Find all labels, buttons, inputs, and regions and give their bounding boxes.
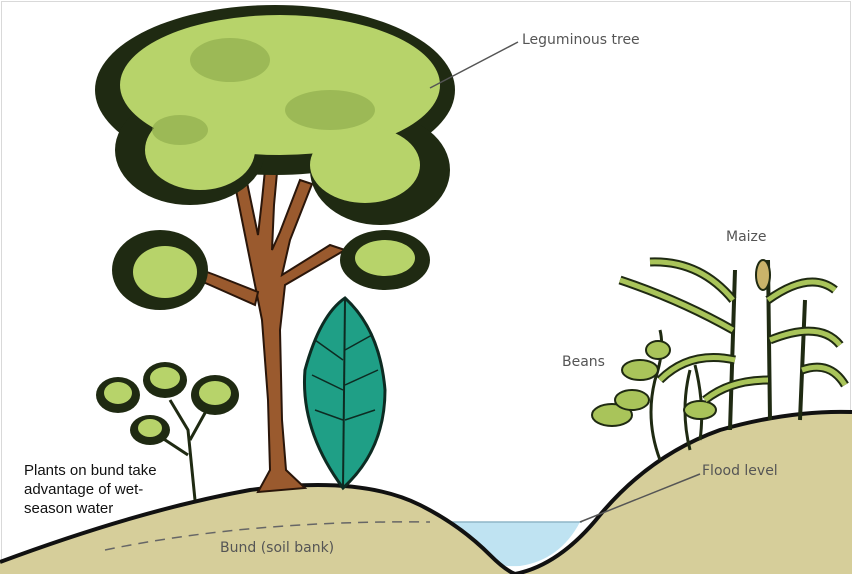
tobacco-plant: [304, 298, 385, 488]
label-beans: Beans: [562, 354, 605, 370]
label-leguminous-tree: Leguminous tree: [522, 32, 640, 48]
label-flood-level: Flood level: [702, 463, 778, 479]
label-bund: Bund (soil bank): [220, 540, 334, 556]
label-maize: Maize: [726, 229, 767, 245]
label-plants-on-bund: Plants on bund take advantage of wet-sea…: [24, 461, 164, 518]
